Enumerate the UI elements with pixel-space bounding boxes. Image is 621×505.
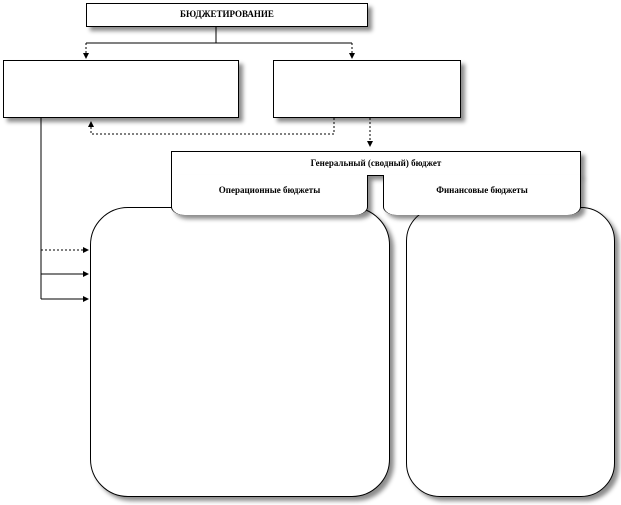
master-budget-title: Генеральный (сводный) бюджет: [310, 158, 442, 168]
right-empty-box: [273, 60, 461, 118]
connector-title-split: [86, 27, 352, 44]
operating-budgets-label: Операционные бюджеты: [218, 185, 321, 195]
arrow-right-to-left-box: [88, 118, 335, 135]
left-empty-box: [3, 60, 239, 118]
budgeting-title: БЮДЖЕТИРОВАНИЕ: [180, 9, 274, 19]
financial-budgets-label: Финансовые бюджеты: [436, 185, 528, 195]
operating-budgets-tab: Операционные бюджеты: [171, 175, 368, 215]
budgeting-title-box: БЮДЖЕТИРОВАНИЕ: [86, 3, 368, 27]
financial-budgets-panel: [406, 207, 615, 497]
master-budget-header: Генеральный (сводный) бюджет: [171, 151, 581, 176]
operating-budgets-panel: [90, 207, 390, 497]
financial-budgets-tab: Финансовые бюджеты: [383, 175, 581, 215]
